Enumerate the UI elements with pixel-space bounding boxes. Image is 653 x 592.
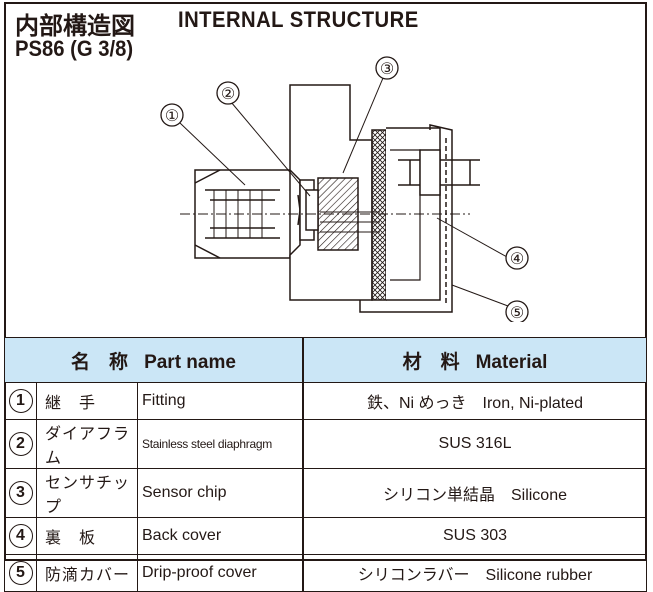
material: SUS 316L: [302, 419, 647, 469]
row-number: 5: [8, 561, 33, 585]
material: シリコンラバー Silicone rubber: [302, 554, 647, 592]
row-number: 3: [8, 481, 33, 505]
table-row: 4 裏 板 Back cover SUS 303: [4, 517, 647, 555]
row-number: 1: [8, 389, 33, 413]
table-row: 3 センサチップ Sensor chip シリコン単結晶 Silicone: [4, 468, 647, 518]
header-part-name-jp: 名 称: [71, 351, 129, 373]
part-name-en: Sensor chip: [137, 468, 304, 518]
row-number: 4: [8, 524, 33, 548]
table-header-row: 名 称 Part name 材 料 Material: [4, 337, 647, 383]
part-name-en: Fitting: [137, 382, 304, 420]
header-material-en: Material: [475, 351, 548, 373]
part-name-jp: センサチップ: [36, 468, 138, 518]
part-name-jp: 継 手: [36, 382, 138, 420]
callout-4: ④: [510, 251, 524, 268]
circuit-board: [371, 129, 387, 301]
row-number: 2: [8, 432, 33, 456]
part-name-en: Back cover: [137, 517, 304, 555]
parts-table: 名 称 Part name 材 料 Material 1 継 手 Fitting 鉄…: [4, 337, 647, 592]
fitting-thread: [205, 189, 280, 239]
table-row: 5 防滴カバー Drip-proof cover シリコンラバー Silicon…: [4, 554, 647, 592]
part-name-en: Drip-proof cover: [137, 554, 304, 592]
model-label: PS86 (G 3/8): [15, 36, 134, 61]
header-material-jp: 材 料: [402, 351, 460, 373]
header-part-name: 名 称 Part name: [4, 337, 304, 383]
table-row: 2 ダイアフラム Stainless steel diaphragm SUS 3…: [4, 419, 647, 469]
part-name-jp: 裏 板: [36, 517, 138, 555]
material: SUS 303: [302, 517, 647, 555]
part-name-jp: ダイアフラム: [36, 419, 138, 469]
callout-2: ②: [221, 86, 235, 103]
callout-5: ⑤: [510, 305, 524, 322]
callout-3: ③: [380, 61, 394, 78]
drip-proof-cover: [359, 124, 453, 313]
header-part-name-en: Part name: [144, 351, 236, 373]
table-row: 1 継 手 Fitting 鉄、Ni めっき Iron, Ni-plated: [4, 382, 647, 420]
material: 鉄、Ni めっき Iron, Ni-plated: [302, 382, 647, 420]
part-name-en: Stainless steel diaphragm: [137, 419, 304, 469]
title-japanese: 内部構造図: [15, 13, 135, 40]
callout-1: ①: [165, 108, 179, 125]
internal-structure-diagram: ① ② ③ ④ ⑤: [160, 56, 529, 322]
title-english: INTERNAL STRUCTURE: [178, 7, 419, 32]
header-material: 材 料 Material: [302, 337, 647, 383]
part-name-jp: 防滴カバー: [36, 554, 138, 592]
material: シリコン単結晶 Silicone: [302, 468, 647, 518]
